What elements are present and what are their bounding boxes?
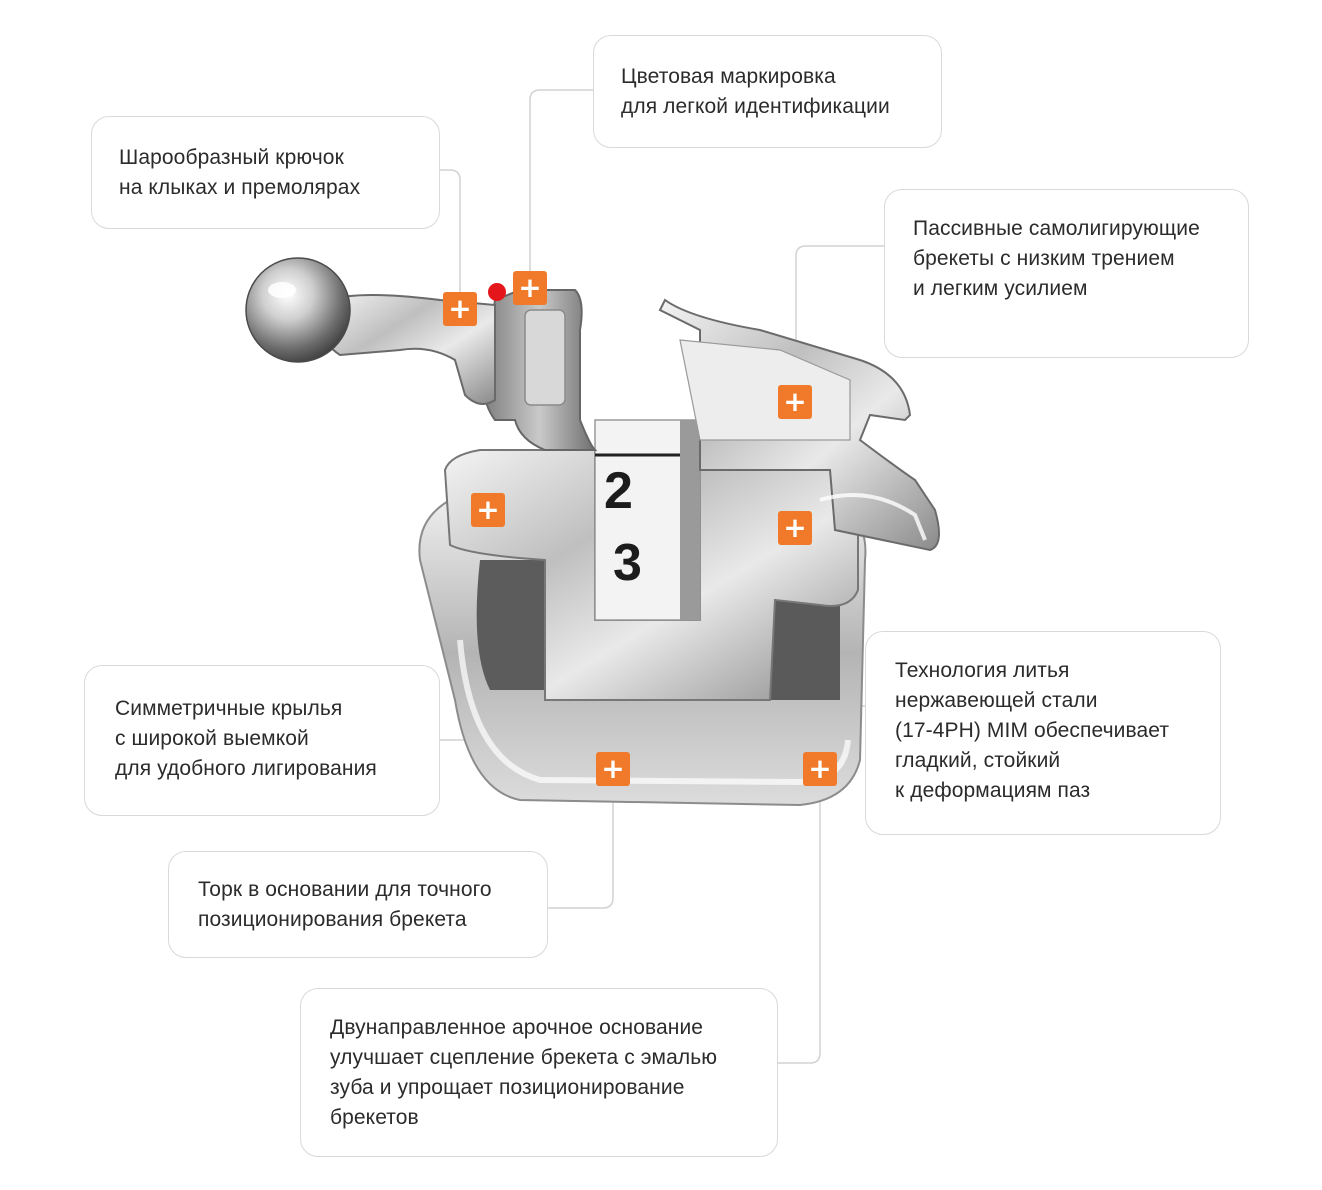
callout-line: Пассивные самолигирующие	[913, 217, 1200, 240]
callout-bidirectional-base: Двунаправленное арочное основание улучша…	[300, 988, 778, 1157]
callout-line: Симметричные крылья	[115, 697, 343, 720]
callout-line: на клыках и премолярах	[119, 176, 361, 199]
plus-icon: +	[476, 493, 499, 526]
marker-torque-icon[interactable]: +	[596, 752, 630, 786]
color-code-dot	[488, 283, 506, 301]
callout-color-coding: Цветовая маркировка для легкой идентифик…	[593, 35, 942, 148]
marker-wings-icon[interactable]: +	[471, 493, 505, 527]
callout-symmetric-wings: Симметричные крылья с широкой выемкой дл…	[84, 665, 440, 816]
callout-line: брекеты с низким трением	[913, 247, 1175, 270]
callout-line: нержавеющей стали	[895, 689, 1098, 712]
callout-line: и легким усилием	[913, 277, 1088, 300]
callout-passive-self-ligating: Пассивные самолигирующие брекеты с низки…	[884, 189, 1249, 358]
leader-hook	[440, 169, 461, 295]
callout-line: с широкой выемкой	[115, 727, 309, 750]
plus-icon: +	[448, 292, 471, 325]
callout-line: для легкой идентификации	[621, 95, 890, 118]
marker-mim-icon[interactable]: +	[778, 511, 812, 545]
callout-line: для удобного лигирования	[115, 757, 377, 780]
plus-icon: +	[601, 752, 624, 785]
marker-ball-hook-icon[interactable]: +	[443, 292, 477, 326]
feature-markers: + + + + + + +	[443, 271, 837, 786]
bracket-body	[443, 449, 859, 701]
ball-hook	[245, 257, 351, 363]
slot-digit-3: 3	[613, 534, 642, 592]
leader-base	[778, 785, 821, 1064]
callout-line: к деформациям паз	[895, 779, 1091, 802]
callout-line: улучшает сцепление брекета с эмалью	[330, 1046, 718, 1069]
plus-icon: +	[808, 752, 831, 785]
callout-line: зуба и упрощает позиционирование	[330, 1076, 685, 1099]
callout-line: Технология литья	[895, 659, 1070, 682]
leader-passive	[795, 245, 884, 340]
callout-line: Торк в основании для точного	[198, 878, 492, 901]
leader-torque	[548, 785, 614, 909]
callout-mim-technology: Технология литья нержавеющей стали (17-4…	[865, 631, 1221, 835]
leader-color	[529, 89, 593, 272]
callout-line: Шарообразный крючок	[119, 146, 344, 169]
plus-icon: +	[783, 511, 806, 544]
marker-passive-clip-icon[interactable]: +	[778, 385, 812, 419]
marker-base-icon[interactable]: +	[803, 752, 837, 786]
plus-icon: +	[518, 271, 541, 304]
callout-line: (17-4PH) MIM обеспечивает	[895, 719, 1170, 742]
callout-ball-hook: Шарообразный крючок на клыках и премоляр…	[91, 116, 440, 229]
plus-icon: +	[783, 385, 806, 418]
callout-line: брекетов	[330, 1106, 419, 1129]
callout-line: гладкий, стойкий	[895, 749, 1061, 772]
callout-torque-in-base: Торк в основании для точного позициониро…	[168, 851, 548, 958]
marker-color-coding-icon[interactable]: +	[513, 271, 547, 305]
callout-line: Цветовая маркировка	[621, 65, 836, 88]
slot-digit-2: 2	[604, 462, 633, 520]
bracket-illustration: 2 3	[245, 257, 940, 807]
callout-line: позиционирования брекета	[198, 908, 467, 931]
callout-line: Двунаправленное арочное основание	[330, 1016, 704, 1039]
